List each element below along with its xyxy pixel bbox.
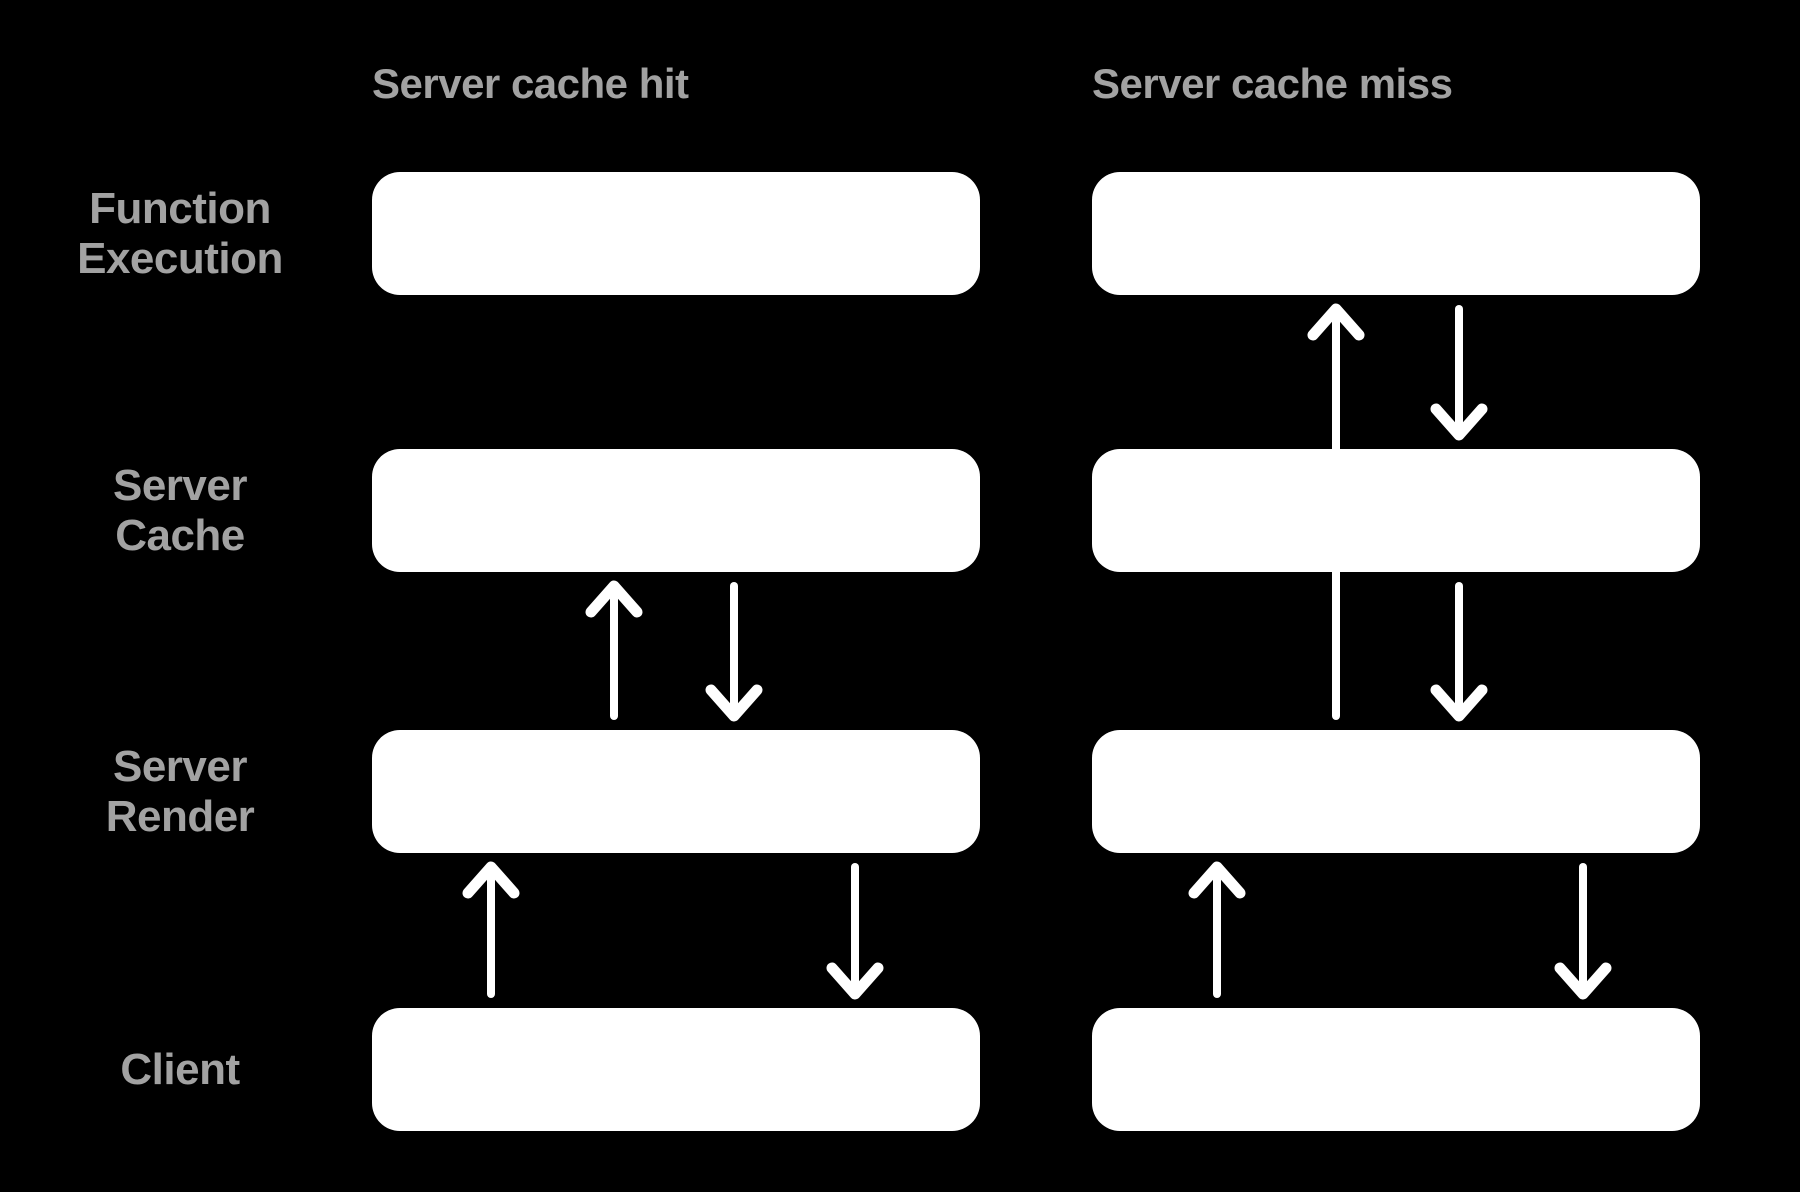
row-label-server-cache: Server Cache <box>112 460 248 560</box>
box-hit-client <box>372 1008 980 1131</box>
box-hit-server-render <box>372 730 980 853</box>
row-label-client: Client <box>120 1044 240 1094</box>
box-hit-server-cache <box>372 449 980 572</box>
box-miss-server-render <box>1092 730 1700 853</box>
arrow-hit-server-render-to-client <box>826 863 884 1000</box>
arrow-miss-server-render-to-client <box>1554 863 1612 1000</box>
arrow-miss-server-cache-to-server-render <box>1430 582 1488 722</box>
arrow-hit-server-cache-to-server-render <box>705 582 763 722</box>
box-miss-server-cache <box>1092 449 1700 572</box>
box-miss-function-execution <box>1092 172 1700 295</box>
arrow-hit-client-to-server-render <box>462 861 520 998</box>
box-hit-function-execution <box>372 172 980 295</box>
arrow-miss-client-to-server-render <box>1188 861 1246 998</box>
box-miss-client <box>1092 1008 1700 1131</box>
arrow-hit-server-render-to-server-cache <box>585 580 643 720</box>
column-title-server-cache-hit: Server cache hit <box>372 60 689 107</box>
row-label-function-execution: Function Execution <box>77 183 283 283</box>
row-label-server-render: Server Render <box>105 741 255 841</box>
column-title-server-cache-miss: Server cache miss <box>1092 60 1453 107</box>
arrow-miss-function-execution-to-server-cache <box>1430 305 1488 441</box>
